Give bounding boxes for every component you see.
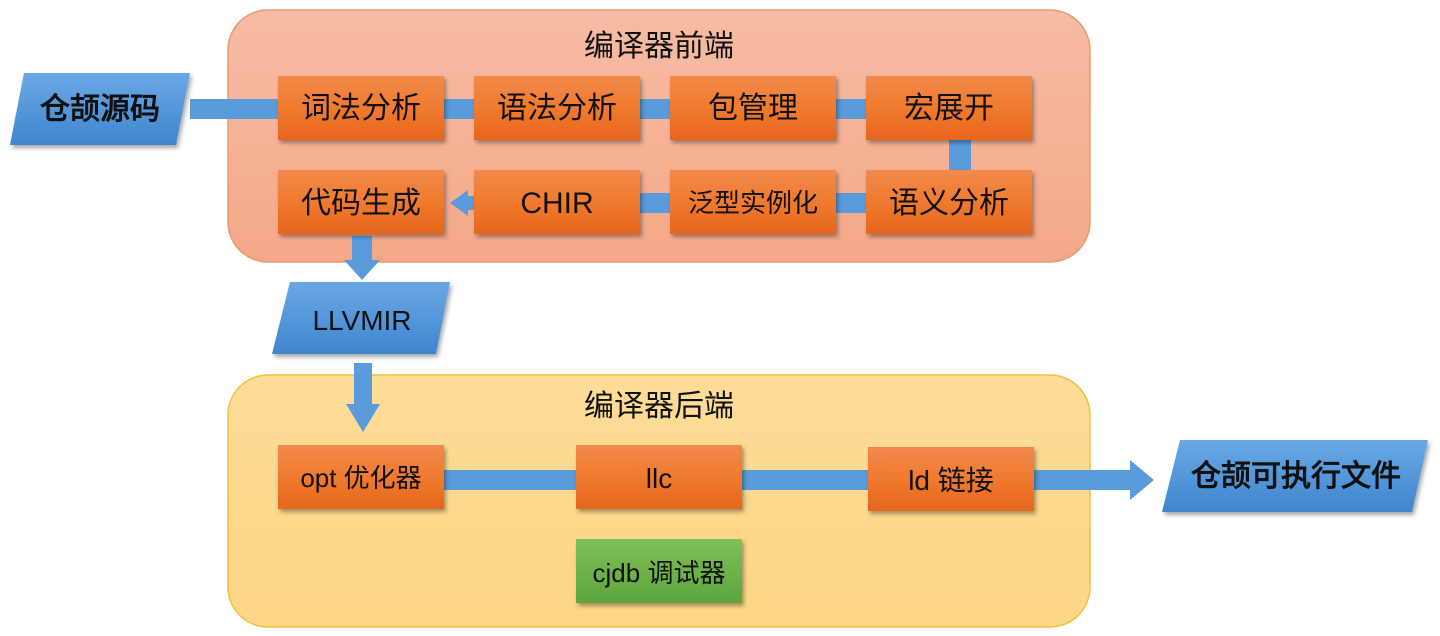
step-macro-label: 宏展开 — [904, 91, 994, 126]
input-source-label: 仓颉源码 — [40, 93, 160, 126]
connector-parser-package — [640, 99, 672, 119]
debugger-label: cjdb 调试器 — [593, 558, 726, 588]
connector-macro-semantic — [949, 140, 971, 172]
step-package — [670, 76, 836, 140]
connector-generic-chir — [640, 193, 672, 213]
step-semantic-label: 语义分析 — [889, 186, 1009, 221]
step-chir-label: CHIR — [520, 187, 593, 220]
arrow-llvmir-opt-icon — [346, 363, 380, 432]
arrow-codegen-llvmir-icon — [344, 236, 380, 280]
connector-semantic-generic — [836, 193, 868, 213]
step-macro — [866, 76, 1032, 140]
arrow-ld-output-icon — [1034, 460, 1154, 500]
input-source-shape — [10, 73, 190, 145]
connector-input-lexer — [190, 99, 280, 119]
step-codegen — [278, 170, 444, 234]
step-codegen-label: 代码生成 — [301, 186, 421, 221]
step-lexer-label: 词法分析 — [301, 91, 421, 126]
step-ld-label: ld 链接 — [908, 465, 994, 496]
backend-title: 编译器后端 — [584, 389, 734, 424]
output-executable-label: 仓颉可执行文件 — [1191, 459, 1401, 493]
step-lexer — [278, 76, 444, 140]
step-opt — [278, 445, 444, 509]
frontend-title: 编译器前端 — [584, 29, 734, 64]
debugger-box — [576, 539, 742, 603]
llvmir-label: LLVMIR — [312, 305, 411, 336]
step-package-label: 包管理 — [708, 91, 798, 126]
output-executable-shape — [1162, 440, 1428, 512]
connector-llc-ld — [742, 470, 870, 490]
connector-lexer-parser — [444, 99, 476, 119]
frontend-connectors — [190, 99, 971, 280]
step-llc — [576, 445, 742, 509]
step-ld — [868, 447, 1034, 511]
step-llc-label: llc — [646, 463, 672, 494]
step-generic-label: 泛型实例化 — [688, 189, 818, 219]
connector-opt-llc — [444, 470, 578, 490]
step-parser-label: 语法分析 — [497, 91, 617, 126]
step-chir — [474, 170, 640, 234]
arrow-chir-codegen-icon — [450, 190, 476, 216]
step-opt-label: opt 优化器 — [300, 463, 421, 493]
backend-connectors — [444, 460, 1154, 500]
step-semantic — [866, 170, 1032, 234]
connector-package-macro — [836, 99, 868, 119]
step-generic — [670, 170, 836, 234]
step-parser — [474, 76, 640, 140]
llvmir-shape — [272, 282, 450, 354]
